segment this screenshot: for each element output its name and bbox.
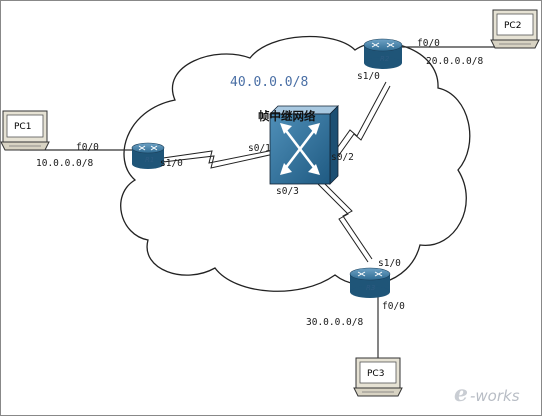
switch-arrows-icon xyxy=(280,123,320,175)
r2-serial-port: s1/0 xyxy=(357,71,380,82)
serial-link-r1 xyxy=(162,149,275,169)
r3-serial-port: s1/0 xyxy=(378,258,401,269)
eworks-watermark-logo: e -works xyxy=(454,381,520,407)
svg-text:-works: -works xyxy=(470,387,520,405)
router-r2-name: R2 xyxy=(380,55,390,63)
pc1[interactable]: PC1 xyxy=(0,110,50,151)
router-r1[interactable]: R1 xyxy=(131,142,165,169)
pc1-label: PC1 xyxy=(14,122,31,132)
r2-fast-port: f0/0 xyxy=(417,38,440,49)
r1-serial-port: s1/0 xyxy=(160,158,183,169)
router-r2[interactable]: R2 xyxy=(363,38,403,69)
svg-text:e: e xyxy=(454,381,468,407)
pc3[interactable]: PC3 xyxy=(353,357,403,397)
pc2-label: PC2 xyxy=(504,21,521,31)
r3-fast-port: f0/0 xyxy=(382,301,405,312)
router-r1-name: R1 xyxy=(145,156,154,164)
r1-fast-port: f0/0 xyxy=(76,142,99,153)
pc3-label: PC3 xyxy=(367,369,384,379)
serial-link-r2 xyxy=(329,81,391,163)
router-r3-name: R3 xyxy=(366,284,375,292)
switch-port-s03: s0/3 xyxy=(276,186,299,197)
frame-relay-switch[interactable] xyxy=(269,105,339,185)
switch-port-s01: s0/1 xyxy=(248,143,271,154)
r3-network: 30.0.0.0/8 xyxy=(306,317,363,328)
router-arrows-icon xyxy=(138,145,158,151)
r2-network: 20.0.0.0/8 xyxy=(426,56,483,67)
cloud-network-label: 40.0.0.0/8 xyxy=(230,75,308,90)
serial-link-r3 xyxy=(317,180,373,263)
router-arrows-icon xyxy=(371,42,395,48)
router-arrows-icon xyxy=(357,271,383,277)
r1-network: 10.0.0.0/8 xyxy=(36,158,93,169)
cloud-title: 帧中继网络 xyxy=(258,109,316,123)
switch-port-s02: s0/2 xyxy=(331,152,354,163)
router-r3[interactable]: R3 xyxy=(349,267,391,298)
pc2[interactable]: PC2 xyxy=(490,9,540,49)
